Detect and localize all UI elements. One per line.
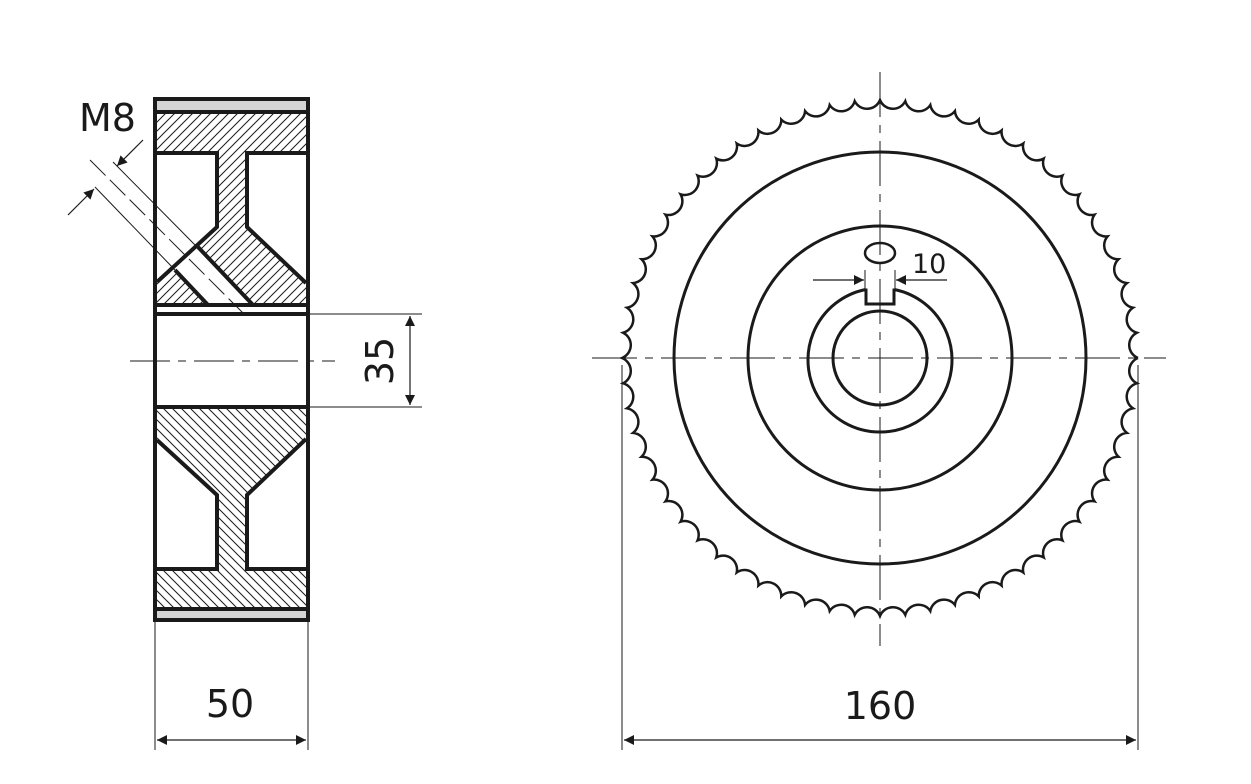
m8-arrow-2 <box>67 188 95 216</box>
m8-arrow-1 <box>116 139 144 167</box>
thread-label: M8 <box>79 96 136 140</box>
rim-strip <box>157 101 306 111</box>
lower-section <box>155 405 308 620</box>
bore-dimension-text: 35 <box>358 337 402 385</box>
front-view <box>592 72 1166 750</box>
rim-hatch <box>157 113 306 153</box>
diameter-dimension-text: 160 <box>844 684 917 728</box>
keyway-dimension-text: 10 <box>912 249 946 280</box>
upper-section <box>155 101 308 316</box>
threaded-hole <box>175 246 253 305</box>
width-dimension-text: 50 <box>206 682 254 726</box>
side-section-view <box>67 97 422 750</box>
outer-outline <box>153 97 310 622</box>
